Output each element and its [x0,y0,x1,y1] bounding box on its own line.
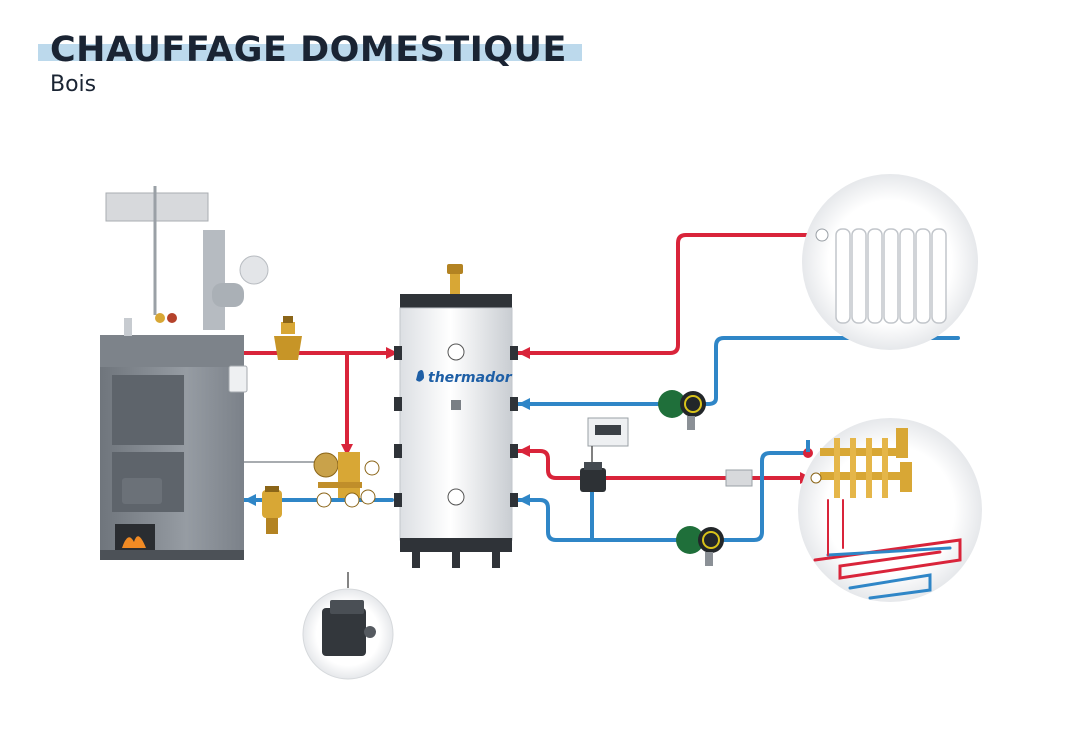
circulator-pump-icon [313,452,339,478]
cold-arrow-tank-in-bottom [518,494,530,506]
tank-top-cap [400,294,512,308]
manifold-supply-bar [820,448,906,456]
hot-pipe-radiator-supply [514,233,822,355]
tank-bottom-cap [400,538,512,552]
title-highlight-bar [38,44,582,61]
cold-arrow-tank-in-top [518,398,530,410]
valve-actuator-icon [302,572,394,680]
boiler-display-panel [105,192,209,222]
wood-boiler-icon [100,186,320,560]
tank-brand-label: thermador [428,370,513,386]
cold-arrow-boiler-return [244,494,256,506]
boiler-thermostat [228,365,248,393]
fire-icon [122,536,146,548]
hot-arrow-tank-out-top [518,347,530,359]
circulator-pump-icon [658,390,706,430]
hot-arrow-bypass [341,444,353,456]
circulator-pump-icon [676,526,724,566]
tank-thermometer-top [447,343,465,361]
dirt-separator-icon [262,486,282,534]
radiator-icon [802,174,978,350]
manifold-return-bar [820,472,906,480]
boiler-door-upper [112,375,184,445]
page-subtitle: Bois [50,72,97,97]
cold-pipe-floor-return [514,451,810,542]
page-title: CHAUFFAGE DOMESTIQUE [50,30,567,70]
temperature-sensor-icon [725,469,753,487]
controller-icon [587,417,629,470]
floor-mixing-valve-icon [580,462,606,492]
flue-damper [239,255,269,285]
boiler-pump-group [313,452,380,508]
air-vent-valve-icon [274,316,302,360]
thermador-logo-icon [416,370,424,382]
boiler-flue [203,230,225,330]
cold-pipe-radiator-return [514,336,960,406]
hot-arrow-tank-out-mid [518,445,530,457]
underfloor-heating-icon [798,418,982,602]
buffer-tank-icon: thermador [394,264,518,568]
hot-arrow-tank-in [386,347,398,359]
tank-thermometer-bottom [447,488,465,506]
hot-pipe-floor-supply [514,449,812,480]
